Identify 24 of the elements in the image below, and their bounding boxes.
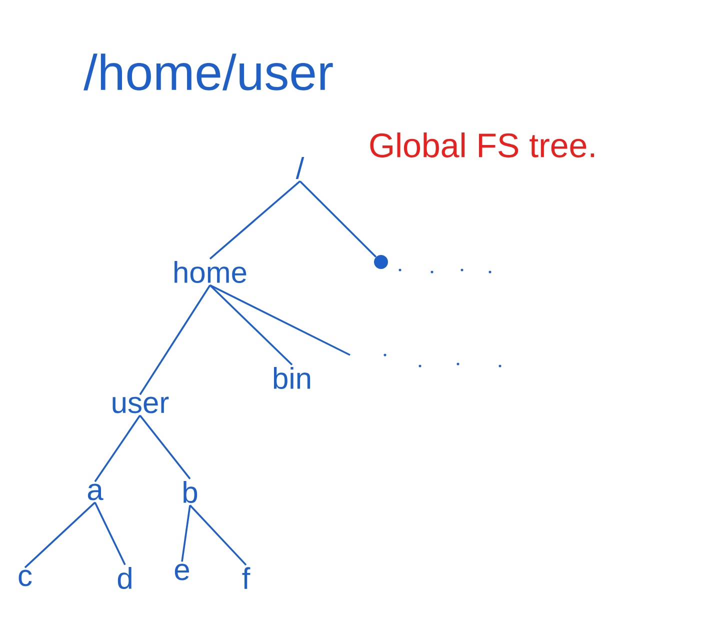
tree-branch: [209, 284, 293, 366]
tree-branch: [94, 502, 126, 566]
tree-branch: [24, 502, 96, 568]
tree-branch: [139, 284, 211, 396]
tree-branch: [299, 180, 377, 258]
tree-node-label: user: [112, 396, 169, 414]
tree-node-label: d: [118, 566, 132, 590]
tree-node-label: b: [184, 480, 198, 504]
tree-node-label: /: [296, 156, 304, 180]
tree-node-label: a: [88, 484, 104, 500]
title: /home/user: [84, 54, 333, 90]
tree-node-label: f: [242, 567, 250, 589]
tree-branch: [181, 505, 191, 562]
tree-branch: [139, 414, 191, 480]
filled-dot: [374, 255, 388, 269]
tree-node-label: home: [174, 260, 246, 284]
note-text: Global FS tree.: [370, 132, 594, 158]
tree-branch: [210, 284, 350, 356]
tree-branch: [209, 180, 301, 260]
tree-node-label: c: [18, 570, 32, 586]
tree-branch: [94, 414, 141, 482]
tree-branch: [189, 504, 247, 566]
tree-node-label: e: [174, 564, 190, 580]
tree-node-label: bin: [274, 366, 310, 390]
